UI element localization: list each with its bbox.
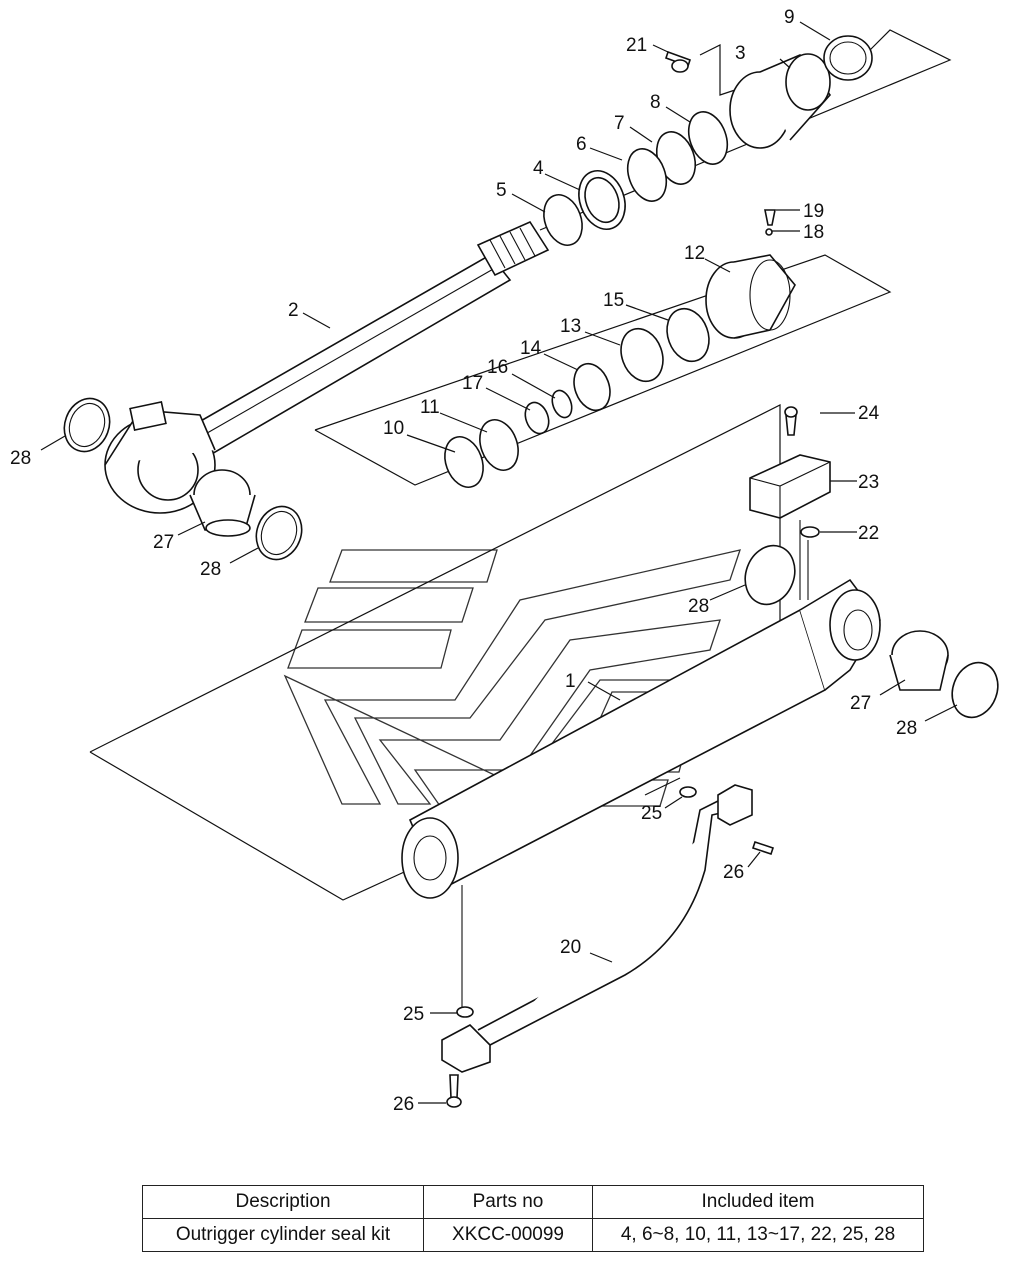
piston-assembly <box>314 209 892 488</box>
callout-24: 24 <box>858 403 880 424</box>
callout-14: 14 <box>520 338 542 359</box>
cell-description: Outrigger cylinder seal kit <box>142 1218 424 1252</box>
table-row: Outrigger cylinder seal kit XKCC-00099 4… <box>142 1218 924 1252</box>
callout-11: 11 <box>420 397 440 418</box>
callout-1: 1 <box>565 671 576 692</box>
callout-27-tube: 27 <box>850 693 871 714</box>
callout-25-upper: 25 <box>641 803 662 824</box>
cell-included-item: 4, 6~8, 10, 11, 13~17, 22, 25, 28 <box>592 1218 924 1252</box>
callout-4: 4 <box>533 158 544 179</box>
callout-13: 13 <box>560 316 581 337</box>
callout-26-upper: 26 <box>723 862 744 883</box>
callout-22: 22 <box>858 523 879 544</box>
callout-17: 17 <box>462 373 483 394</box>
cell-parts-no: XKCC-00099 <box>423 1218 593 1252</box>
seal-kit-table: Description Parts no Included item Outri… <box>142 1185 924 1252</box>
callout-26-lower: 26 <box>393 1094 414 1115</box>
rod-cover-assembly <box>539 29 952 246</box>
exploded-parts-diagram: 1 2 3 4 5 6 7 8 9 10 11 12 13 14 15 16 1… <box>10 7 999 1115</box>
callout-9: 9 <box>784 7 795 28</box>
callout-labels: 1 2 3 4 5 6 7 8 9 10 11 12 13 14 15 16 1… <box>10 7 917 1115</box>
header-description: Description <box>142 1185 424 1219</box>
callout-15: 15 <box>603 290 624 311</box>
callout-28-tube-right: 28 <box>896 718 917 739</box>
callout-3: 3 <box>735 43 746 64</box>
header-included-item: Included item <box>592 1185 924 1219</box>
callout-6: 6 <box>576 134 587 155</box>
callout-27-rod: 27 <box>153 532 174 553</box>
callout-25-lower: 25 <box>403 1004 424 1025</box>
table-header-row: Description Parts no Included item <box>142 1185 924 1219</box>
cylinder-tube-assembly <box>89 404 999 1108</box>
callout-21: 21 <box>626 35 647 56</box>
callout-28-rod-right: 28 <box>200 559 221 580</box>
callout-16: 16 <box>487 357 508 378</box>
callout-5: 5 <box>496 180 507 201</box>
callout-7: 7 <box>614 113 625 134</box>
callout-23: 23 <box>858 472 879 493</box>
callout-20: 20 <box>560 937 581 958</box>
callout-19: 19 <box>803 201 824 222</box>
callout-2: 2 <box>288 300 299 321</box>
callout-12: 12 <box>684 243 705 264</box>
piston-rod-assembly <box>63 220 550 561</box>
leader-lines <box>40 21 958 1104</box>
callout-10: 10 <box>383 418 404 439</box>
header-parts-no: Parts no <box>423 1185 593 1219</box>
callout-8: 8 <box>650 92 661 113</box>
callout-18: 18 <box>803 222 824 243</box>
callout-28-tube-left: 28 <box>688 596 709 617</box>
callout-28-rod-left: 28 <box>10 448 31 469</box>
